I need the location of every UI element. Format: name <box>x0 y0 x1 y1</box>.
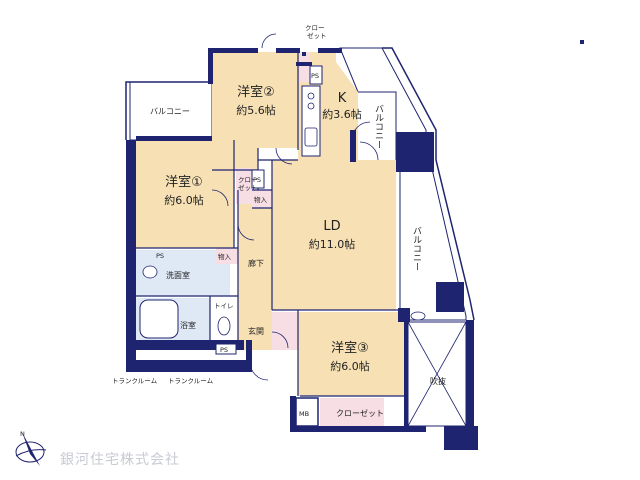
ps-4-label: PS <box>220 346 228 354</box>
storage-1-label: 物入 <box>254 195 268 204</box>
closet-top-line1: クロー <box>305 24 325 32</box>
ps-2-label: PS <box>253 176 261 184</box>
compass-icon: N <box>15 430 47 466</box>
stove-burner-1 <box>307 92 315 100</box>
stove-burner-2 <box>307 102 315 110</box>
western1-floor <box>136 140 234 248</box>
void-label: 吹抜 <box>430 376 446 386</box>
bath-label: 浴室 <box>180 320 196 330</box>
ps-box-2 <box>251 169 265 189</box>
western1-area: 約6.0帖 <box>164 193 204 207</box>
ld-area: 約11.0帖 <box>309 237 356 251</box>
bathtub <box>139 299 179 339</box>
ld-name: LD <box>323 219 340 234</box>
balcony-right-label: バルコニー <box>411 226 422 271</box>
outdoor-unit <box>410 311 426 321</box>
hallway-label: 廊下 <box>248 258 264 268</box>
western2-area: 約5.6帖 <box>236 103 276 117</box>
storage-2-floor <box>216 248 238 264</box>
ps-1-label: PS <box>311 72 319 80</box>
closet-mid-line1: クロー <box>238 176 258 184</box>
storage-1-floor <box>252 190 272 208</box>
closet-top-line2: ゼット <box>307 31 327 40</box>
washbasin <box>142 265 158 279</box>
kitchen-area: 約3.6帖 <box>322 107 362 121</box>
ps-box-1 <box>309 65 323 85</box>
kitchen-counter <box>301 85 321 157</box>
western2-name: 洋室② <box>237 84 275 100</box>
balcony-left-label: バルコニー <box>150 107 190 116</box>
washroom-label: 洗面室 <box>166 270 190 280</box>
closet-top-floor <box>300 52 310 82</box>
entrance-tile <box>272 312 298 350</box>
interior-walls <box>136 52 408 397</box>
compass-north-label: N <box>20 430 25 438</box>
western1-name: 洋室① <box>165 174 203 190</box>
toilet-bowl <box>217 316 231 336</box>
balcony-railings <box>125 47 475 321</box>
toilet-label: トイレ <box>214 302 234 310</box>
closet-bottom-label: クローゼット <box>336 408 384 418</box>
brand-watermark: 銀河住宅株式会社 <box>60 452 180 468</box>
trunk-room-1-label: トランクルーム <box>112 377 158 385</box>
hallway-floor <box>238 190 272 350</box>
western3-name: 洋室③ <box>331 340 369 356</box>
western3-area: 約6.0帖 <box>330 359 370 373</box>
mb-label: MB <box>299 410 309 418</box>
western3-floor <box>298 312 406 396</box>
closet-mid-line2: ゼット <box>238 183 258 192</box>
ld-floor <box>272 160 396 310</box>
kitchen-sink <box>304 127 318 147</box>
closet-bottom-floor <box>320 398 384 426</box>
void-cross-2 <box>407 321 467 427</box>
closet-mid-floor <box>236 168 252 204</box>
balcony-right-top-label: バルコニー <box>373 104 384 149</box>
exterior-walls <box>126 40 584 450</box>
trunk-room-2-label: トランクルーム <box>168 377 214 385</box>
entrance-label: 玄関 <box>248 326 264 336</box>
ps-box-4 <box>215 343 237 355</box>
kitchen-name: K <box>338 91 347 106</box>
ps-3-label: PS <box>156 252 164 260</box>
storage-2-label: 物入 <box>218 252 232 261</box>
